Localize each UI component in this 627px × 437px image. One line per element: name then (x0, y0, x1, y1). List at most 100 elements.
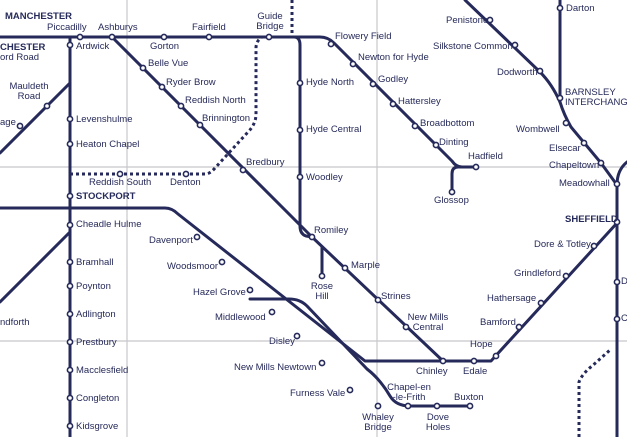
station-belle-vue[interactable] (139, 64, 147, 72)
station-new-mills-newtown[interactable] (318, 359, 326, 367)
station-cheadle-hulme[interactable] (66, 221, 74, 229)
station-hazel-grove[interactable] (246, 286, 254, 294)
label-broadbottom: Broadbottom (420, 118, 475, 129)
route-hyde-line (292, 35, 314, 239)
station-dodworth[interactable] (536, 67, 544, 75)
station-stockport[interactable] (66, 192, 74, 200)
station-glossop[interactable] (448, 188, 456, 196)
station-elsecar[interactable] (580, 139, 588, 147)
station-wombwell[interactable] (562, 119, 570, 127)
route-barnsley-line (463, 0, 619, 187)
station-mauldeth-road[interactable] (43, 102, 51, 110)
station-hope[interactable] (492, 352, 500, 360)
label-gorton: Gorton (150, 41, 180, 52)
label-stockport: STOCKPORT (76, 191, 136, 202)
station-woodsmoor[interactable] (218, 258, 226, 266)
label-mauldeth-road-1: Mauldeth (9, 81, 49, 92)
station-macclesfield[interactable] (66, 366, 74, 374)
station-hyde-central[interactable] (296, 126, 304, 134)
label-hyde-central: Hyde Central (306, 124, 362, 135)
station-grindleford[interactable] (562, 272, 570, 280)
station-poynton[interactable] (66, 282, 74, 290)
station-darton[interactable] (556, 4, 564, 12)
station-new-mills-central[interactable] (402, 323, 410, 331)
station-hattersley[interactable] (389, 100, 397, 108)
station-sheffield[interactable] (613, 218, 621, 226)
label-hyde-north: Hyde North (306, 77, 355, 88)
station-buxton[interactable] (466, 402, 474, 410)
label-poynton: Poynton (76, 281, 111, 292)
station-bredbury[interactable] (239, 166, 247, 174)
station-penistone[interactable] (486, 16, 494, 24)
station-piccadilly[interactable] (76, 33, 84, 41)
station-barnsley-interchange[interactable] (556, 94, 564, 102)
station-dore-totley[interactable] (590, 242, 598, 250)
label-chapeltown: Chapeltown (549, 160, 600, 171)
station-heaton-chapel[interactable] (66, 140, 74, 148)
station-denton[interactable] (182, 170, 190, 178)
station-ryder-brow[interactable] (158, 83, 166, 91)
label-new-mills-central-1: New Mills (407, 312, 449, 323)
label-ardwick: Ardwick (76, 41, 110, 52)
station-adlington[interactable] (66, 310, 74, 318)
label-meadowhall: Meadowhall (559, 178, 610, 189)
station-whaley-bridge[interactable] (374, 402, 382, 410)
station-middlewood[interactable] (268, 308, 276, 316)
label-guide-bridge-1: Guide (257, 11, 283, 22)
station-rose-hill[interactable] (318, 272, 326, 280)
station-marple[interactable] (341, 264, 349, 272)
station-chinley[interactable] (439, 357, 447, 365)
station-silkstone-common[interactable] (511, 41, 519, 49)
label-prestbury: Prestbury (76, 337, 117, 348)
station-right-d[interactable] (613, 278, 621, 286)
label-penistone: Penistone (446, 15, 489, 26)
station-bramhall[interactable] (66, 258, 74, 266)
label-left-edge-upper: age (0, 117, 16, 128)
station-flowery-field[interactable] (327, 40, 335, 48)
station-reddish-south[interactable] (116, 170, 124, 178)
label-fairfield: Fairfield (192, 22, 226, 33)
label-barnsley-interchange-1: BARNSLEY (565, 87, 616, 98)
label-chapel-en-le-frith-2: -le-Frith (392, 392, 426, 403)
label-hattersley: Hattersley (398, 96, 441, 107)
station-hathersage[interactable] (537, 299, 545, 307)
station-edale[interactable] (470, 357, 478, 365)
station-meadowhall[interactable] (613, 180, 621, 188)
station-brinnington[interactable] (196, 121, 204, 129)
label-right-edge-d: D (621, 276, 627, 287)
station-dinting[interactable] (432, 141, 440, 149)
station-furness-vale[interactable] (346, 386, 354, 394)
station-fairfield[interactable] (205, 33, 213, 41)
station-gorton[interactable] (160, 33, 168, 41)
station-bamford[interactable] (515, 323, 523, 331)
station-disley[interactable] (293, 332, 301, 340)
station-prestbury[interactable] (66, 338, 74, 346)
label-barnsley-interchange-2: INTERCHANGE (565, 97, 627, 108)
station-left-edge-upper[interactable] (16, 122, 24, 130)
station-congleton[interactable] (66, 394, 74, 402)
label-davenport: Davenport (149, 235, 193, 246)
station-strines[interactable] (374, 296, 382, 304)
station-hadfield[interactable] (472, 163, 480, 171)
label-disley: Disley (269, 336, 295, 347)
station-broadbottom[interactable] (411, 122, 419, 130)
station-reddish-north[interactable] (177, 102, 185, 110)
station-kidsgrove[interactable] (66, 422, 74, 430)
station-chapel-en-le-frith[interactable] (404, 402, 412, 410)
station-woodley[interactable] (296, 173, 304, 181)
station-godley[interactable] (369, 80, 377, 88)
station-hyde-north[interactable] (296, 79, 304, 87)
station-levenshulme[interactable] (66, 115, 74, 123)
station-ardwick[interactable] (66, 41, 74, 49)
station-newton-for-hyde[interactable] (349, 60, 357, 68)
label-brinnington: Brinnington (202, 113, 251, 124)
station-davenport[interactable] (193, 233, 201, 241)
station-chapeltown[interactable] (597, 159, 605, 167)
station-right-c[interactable] (613, 315, 621, 323)
station-dove-holes[interactable] (433, 402, 441, 410)
label-bamford: Bamford (480, 317, 516, 328)
station-ashburys[interactable] (108, 33, 116, 41)
label-piccadilly: Piccadilly (47, 22, 87, 33)
station-romiley[interactable] (308, 233, 316, 241)
station-guide-bridge[interactable] (265, 33, 273, 41)
